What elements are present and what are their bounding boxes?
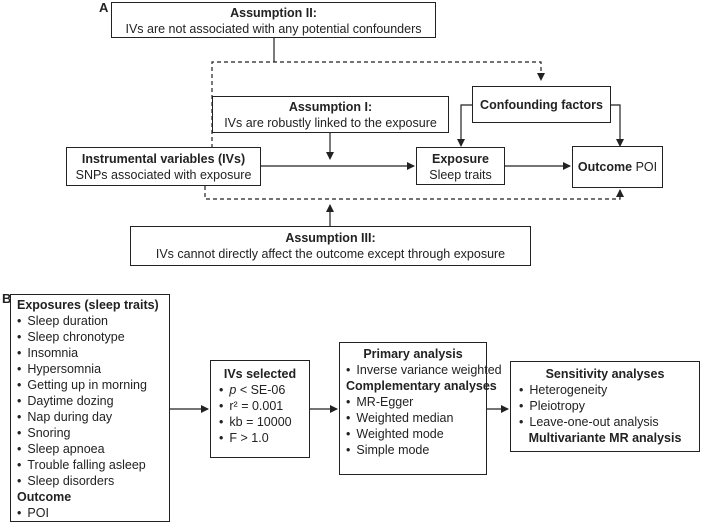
confounding-factors-title: Confounding factors xyxy=(480,98,603,112)
list-item: Leave-one-out analysis xyxy=(519,414,699,430)
list-item: Sleep disorders xyxy=(17,473,169,489)
list-item: Sleep chronotype xyxy=(17,329,169,345)
complementary-analyses-list: MR-Egger Weighted median Weighted mode S… xyxy=(346,394,486,458)
outcome-text: POI xyxy=(635,160,658,174)
ivs-selected-title: IVs selected xyxy=(223,367,297,381)
list-item: Nap during day xyxy=(17,409,169,425)
ivs-selected-box: IVs selected p < SE-06 r² = 0.001 kb = 1… xyxy=(210,360,310,458)
list-item: kb = 10000 xyxy=(219,414,309,430)
exposures-outcome-list: POI xyxy=(17,505,169,521)
panel-a-label: A xyxy=(99,0,109,15)
confounding-factors-box: Confounding factors xyxy=(472,86,611,123)
assumption-1-text: IVs are robustly linked to the exposure xyxy=(224,116,437,130)
primary-analysis-title: Primary analysis xyxy=(363,347,463,361)
outcome-box: Outcome POI xyxy=(572,146,663,188)
assumption-1-title: Assumption I: xyxy=(288,100,373,114)
exposure-box: Exposure Sleep traits xyxy=(416,147,505,185)
list-item: Weighted mode xyxy=(346,426,486,442)
complementary-analyses-title: Complementary analyses xyxy=(346,379,497,393)
assumption-3-text: IVs cannot directly affect the outcome e… xyxy=(155,247,506,261)
exposures-box: Exposures (sleep traits) Sleep duration … xyxy=(10,294,170,522)
exposure-text: Sleep traits xyxy=(429,168,492,182)
ivs-selected-list: p < SE-06 r² = 0.001 kb = 10000 F > 1.0 xyxy=(219,382,309,446)
outcome-title: Outcome xyxy=(577,160,633,174)
iv-text: SNPs associated with exposure xyxy=(75,168,252,182)
list-item: Daytime dozing xyxy=(17,393,169,409)
list-item: Heterogeneity xyxy=(519,382,699,398)
panel-b-label: B xyxy=(2,291,12,306)
exposure-title: Exposure xyxy=(432,152,489,166)
list-item: Weighted median xyxy=(346,410,486,426)
list-item: Getting up in morning xyxy=(17,377,169,393)
exposures-title: Exposures (sleep traits) xyxy=(17,298,159,312)
assumption-3-box: Assumption III: IVs cannot directly affe… xyxy=(130,226,531,266)
list-item: Simple mode xyxy=(346,442,486,458)
dashed-loop-bottom xyxy=(204,186,624,200)
assumption-2-title: Assumption II: xyxy=(230,6,317,20)
iv-title: Instrumental variables (IVs) xyxy=(81,152,246,166)
list-item: Hypersomnia xyxy=(17,361,169,377)
assumption-3-title: Assumption III: xyxy=(285,231,376,245)
assumption-1-box: Assumption I: IVs are robustly linked to… xyxy=(212,96,449,133)
list-item: Snoring xyxy=(17,425,169,441)
assumption-2-box: Assumption II: IVs are not associated wi… xyxy=(111,2,436,38)
list-item: F > 1.0 xyxy=(219,430,309,446)
assumption-2-text: IVs are not associated with any potentia… xyxy=(125,22,422,36)
primary-analysis-box: Primary analysis Inverse variance weight… xyxy=(339,342,502,475)
list-item: Sleep apnoea xyxy=(17,441,169,457)
list-item: POI xyxy=(17,505,169,521)
p-threshold: < SE-06 xyxy=(236,383,286,397)
list-item: Insomnia xyxy=(17,345,169,361)
list-item: Trouble falling asleep xyxy=(17,457,169,473)
sensitivity-analyses-list: Heterogeneity Pleiotropy Leave-one-out a… xyxy=(519,382,699,430)
arrow-confounding-to-outcome xyxy=(611,104,624,147)
list-item: Inverse variance weighted xyxy=(346,362,501,378)
sensitivity-analyses-box: Sensitivity analyses Heterogeneity Pleio… xyxy=(510,361,700,452)
primary-analysis-list: Inverse variance weighted xyxy=(346,362,501,378)
sensitivity-analyses-title: Sensitivity analyses xyxy=(545,367,665,381)
instrumental-variables-box: Instrumental variables (IVs) SNPs associ… xyxy=(66,147,261,186)
p-symbol: p xyxy=(229,383,237,397)
list-item: MR-Egger xyxy=(346,394,486,410)
list-item: Pleiotropy xyxy=(519,398,699,414)
exposures-outcome-title: Outcome xyxy=(17,490,72,504)
list-item: Sleep duration xyxy=(17,313,169,329)
exposures-list: Sleep duration Sleep chronotype Insomnia… xyxy=(17,313,169,489)
list-item: p < SE-06 xyxy=(219,382,309,398)
list-item: r² = 0.001 xyxy=(219,398,309,414)
arrow-confounding-to-exposure xyxy=(457,104,472,147)
multivariante-mr-title: Multivariante MR analysis xyxy=(528,431,682,445)
